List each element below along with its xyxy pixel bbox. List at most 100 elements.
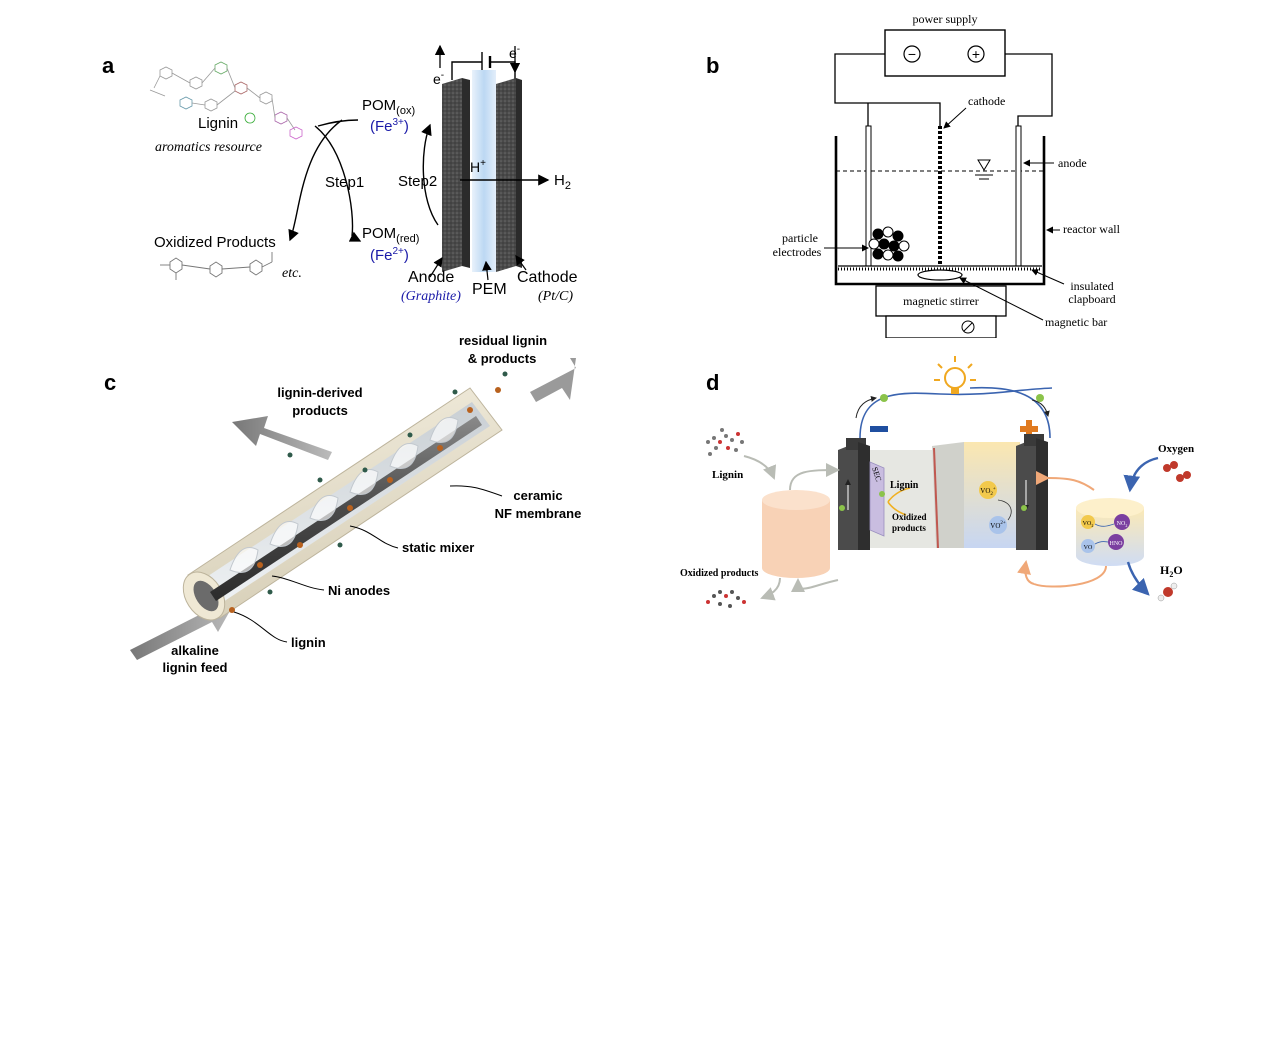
lignin-particles [229,371,508,613]
panel-label-d: d [706,370,720,395]
no2-bubble [1114,514,1130,530]
sec-label: SEC [870,466,883,483]
wire-to-anode [1005,53,1053,126]
oxygen-molecule-icon [1163,461,1191,482]
flow-cathode-to-tank [1035,470,1095,491]
svg-text:−: − [908,46,916,62]
oxidized-inner-label-1: Oxidized [892,512,927,522]
particle-electrodes-label-1: particle [782,231,818,245]
panel-d-fuel-cell: SEC Lignin Oxidized products VO2+ VO2+ L… [680,356,1194,608]
svg-text:+: + [972,46,980,62]
pom-red-label: POM(red) [362,225,419,245]
anode-label: Anode [408,269,454,286]
feed-label-1: alkaline [171,643,219,658]
oxidized-inner-label-2: products [892,523,926,533]
svg-text:HNO: HNO [1110,541,1124,547]
ni-anodes-label: Ni anodes [328,583,390,598]
power-supply-box [884,29,1006,77]
right-anode-electrode [1015,125,1022,267]
etc-label: etc. [282,266,302,281]
lignin-label-d: Lignin [712,469,743,481]
negative-terminal-icon [870,426,888,432]
panel-b-reactor: power supply − + magnetic stirrer cathod… [773,12,1121,338]
water-out-arrow [1126,561,1150,596]
lignin-derived-label-1: lignin-derived [277,385,362,400]
power-supply-label: power supply [913,12,978,26]
arrow-lignin-to-products [288,119,343,242]
lignin-inner-label: Lignin [890,480,919,491]
lignin-molecule-icon [149,61,303,140]
residual-lignin-label-1: residual lignin [459,333,547,348]
circuit-wire-right [969,386,1051,439]
flow-lignin-in [743,455,777,480]
panel-label-c: c [104,370,117,395]
flow-return-left [791,578,839,593]
oxygen-label: Oxygen [1158,443,1194,455]
stirrer-base [885,315,997,338]
svg-text:NO2: NO2 [1117,521,1128,528]
step2-arrow [421,123,439,226]
flow-tank-to-cathode [1033,565,1107,588]
water-molecule-icon [1157,582,1178,602]
electron-icon-left [880,394,888,402]
ceramic-membrane-label-2: NF membrane [495,506,582,521]
anode-label-b: anode [1058,156,1087,170]
svg-text:VO2: VO2 [1083,521,1094,528]
hno-bubble [1108,534,1124,550]
magnetic-bar [917,269,963,281]
ptc-label: (Pt/C) [538,289,573,304]
circuit-wire-left [859,387,1053,439]
particle-electrodes-label-2: electrodes [773,245,822,259]
vo2p-tank-bubble [1081,539,1095,553]
membrane-line [933,447,939,549]
ni-anode-rod [210,416,482,601]
flow-to-anode [789,463,840,491]
step2-label: Step2 [398,173,437,190]
wire-left [451,61,482,80]
fe3-label: (Fe3+) [370,117,409,135]
lignin-molecule-icon-d [706,428,744,456]
panel-a-scheme: Lignin aromatics resource Step1 Oxidized… [149,44,578,304]
oxidized-products-label-d: Oxidized products [680,568,759,579]
reactor-vessel [834,136,1046,286]
oxidized-molecule-icon-d [706,590,746,608]
power-minus-terminal [903,45,921,63]
water-level-icon [977,159,991,171]
panel-c-tubular-reactor: residual lignin & products lignin-derive… [130,333,582,675]
h2-label: H2 [554,172,571,192]
lignin-label: Lignin [198,115,238,132]
power-plus-terminal [967,45,985,63]
light-bulb-icon [934,356,976,394]
magnetic-stirrer-label: magnetic stirrer [903,294,979,308]
positive-terminal-icon [1020,420,1038,438]
magnetic-bar-label: magnetic bar [1045,315,1107,329]
fe2-label: (Fe2+) [370,246,409,264]
hplus-label: H+ [470,158,486,175]
svg-text:VO: VO [1084,545,1093,551]
residual-lignin-label-2: & products [468,351,537,366]
pem-label: PEM [472,281,507,298]
sec-catalyst [869,461,885,537]
vo2p-bubble [989,516,1007,534]
panel-label-a: a [102,53,115,78]
wire-to-cathode [834,53,941,126]
reactor-wall-label: reactor wall [1063,222,1121,236]
anode-plate [442,78,462,272]
aromatics-label: aromatics resource [155,140,262,155]
static-mixer-label: static mixer [402,540,474,555]
ceramic-membrane-label-1: ceramic [513,488,562,503]
pom-ox-label: POM(ox) [362,97,415,117]
arrow-pom-red-curve [314,125,354,237]
flow-to-products [760,577,781,601]
lignin-derived-label-2: products [292,403,348,418]
svg-text:VO2+: VO2+ [980,487,996,497]
oxygen-in-arrow [1123,456,1159,493]
electron-icon-right [1036,394,1044,402]
step1-label: Step1 [325,174,364,191]
cathode-plate [496,78,516,272]
permeate-arrow [232,416,332,460]
static-mixer-blades [229,417,459,573]
oxidized-molecules-icon [160,252,273,280]
outlet-arrow [530,358,576,402]
lignin-label-c: lignin [291,635,326,650]
